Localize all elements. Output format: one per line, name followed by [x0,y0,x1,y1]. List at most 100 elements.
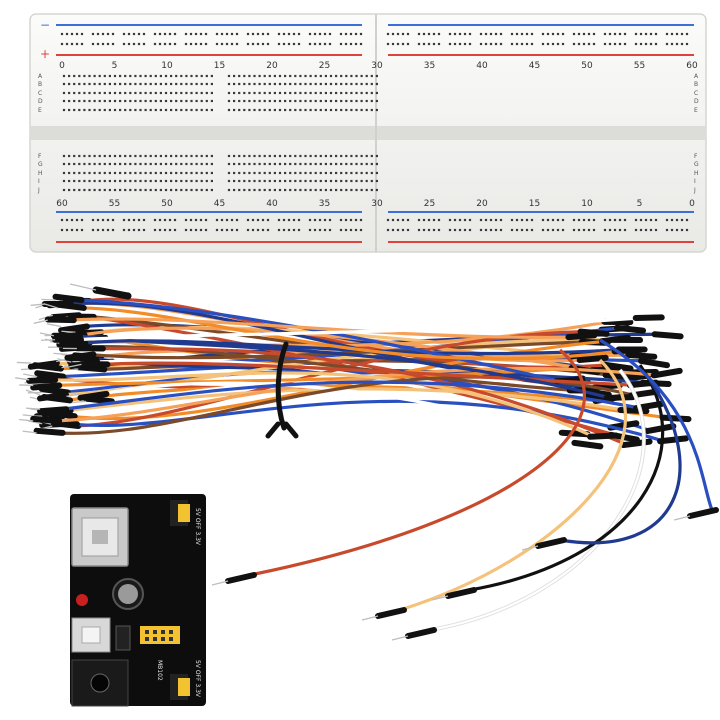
rail-hole [225,32,229,36]
rail-hole [592,32,596,36]
breadboard-hole [68,91,71,95]
rail-hole [204,228,208,232]
breadboard-hole [299,108,302,112]
breadboard-hole [124,74,127,78]
breadboard-hole [73,74,76,78]
breadboard-hole [78,171,81,175]
breadboard-hole [263,188,266,192]
rail-hole [184,218,188,222]
wire-connector [632,314,665,322]
rail-hole [396,228,400,232]
breadboard-hole [180,171,183,175]
rail-hole [665,228,669,232]
rail-hole [194,228,198,232]
rail-hole [308,32,312,36]
wire-connector [92,286,132,300]
jumper-wire-long-highlight [429,369,645,632]
breadboard-hole [78,154,81,158]
breadboard-hole [273,91,276,95]
rail-hole [70,218,74,222]
column-number-top: 15 [214,61,225,71]
breadboard-hole [185,162,188,166]
rail-hole [153,228,157,232]
rail-hole [484,42,488,46]
breadboard-hole [238,179,241,183]
breadboard-hole [190,108,193,112]
rail-hole [251,32,255,36]
breadboard-hole [345,179,348,183]
rail-hole [287,218,291,222]
wire-connector [26,376,59,384]
row-letter-left: E [38,107,42,114]
breadboard-hole [180,91,183,95]
breadboard-hole [170,82,173,86]
rail-hole [546,218,550,222]
rail-hole [479,228,483,232]
breadboard-hole [309,162,312,166]
rail-hole [96,42,100,46]
rail-hole [204,218,208,222]
breadboard-hole [233,154,236,158]
breadboard-hole [227,162,231,166]
rail-hole [551,228,555,232]
wire-connector [38,386,71,396]
breadboard-hole [139,162,142,166]
rail-hole [318,42,322,46]
breadboard-hole [360,91,363,95]
rail-hole [80,228,84,232]
rail-hole [287,228,291,232]
rail-hole [158,228,162,232]
rail-hole [422,32,426,36]
rail-hole [318,32,322,36]
wire-connector [651,331,684,340]
breadboard-hole [73,188,76,192]
rail-hole [261,228,265,232]
row-letter-left: J [37,187,40,194]
breadboard-hole [73,162,76,166]
breadboard-hole [304,188,307,192]
breadboard-hole [335,74,338,78]
breadboard-hole [268,82,271,86]
column-number-bottom: 30 [371,199,383,209]
breadboard-hole [200,91,203,95]
breadboard-hole [365,188,368,192]
breadboard-hole [175,74,178,78]
rail-hole [60,32,64,36]
rail-hole [251,218,255,222]
breadboard-hole [294,82,297,86]
breadboard-hole [314,74,317,78]
breadboard-hole [83,171,86,175]
rail-hole [189,228,193,232]
breadboard-hole [205,91,208,95]
rail-hole [354,228,358,232]
rail-hole [520,32,524,36]
breadboard-hole [134,91,137,95]
rail-hole [639,228,643,232]
breadboard-hole [113,99,117,103]
rail-hole [266,32,270,36]
rail-hole [484,228,488,232]
breadboard-hole [200,74,203,78]
jumper-wire [97,346,630,447]
rail-hole [515,32,519,36]
breadboard-hole [62,162,66,166]
breadboard-hole [263,108,266,112]
breadboard-hole [139,171,142,175]
breadboard-hole [375,162,378,166]
breadboard-hole [139,188,142,192]
row-letter-left: F [38,153,42,160]
rail-hole [328,218,332,222]
breadboard-hole [144,82,147,86]
breadboard-hole [200,162,203,166]
rail-hole [499,218,503,222]
rail-hole [680,32,684,36]
breadboard-hole [329,74,333,78]
rail-hole [158,32,162,36]
breadboard-hole [248,82,251,86]
breadboard-hole [103,162,106,166]
breadboard-hole [93,91,96,95]
wire-pin [41,298,56,301]
rail-hole [60,218,64,222]
rail-hole [65,32,69,36]
rail-hole [153,32,157,36]
